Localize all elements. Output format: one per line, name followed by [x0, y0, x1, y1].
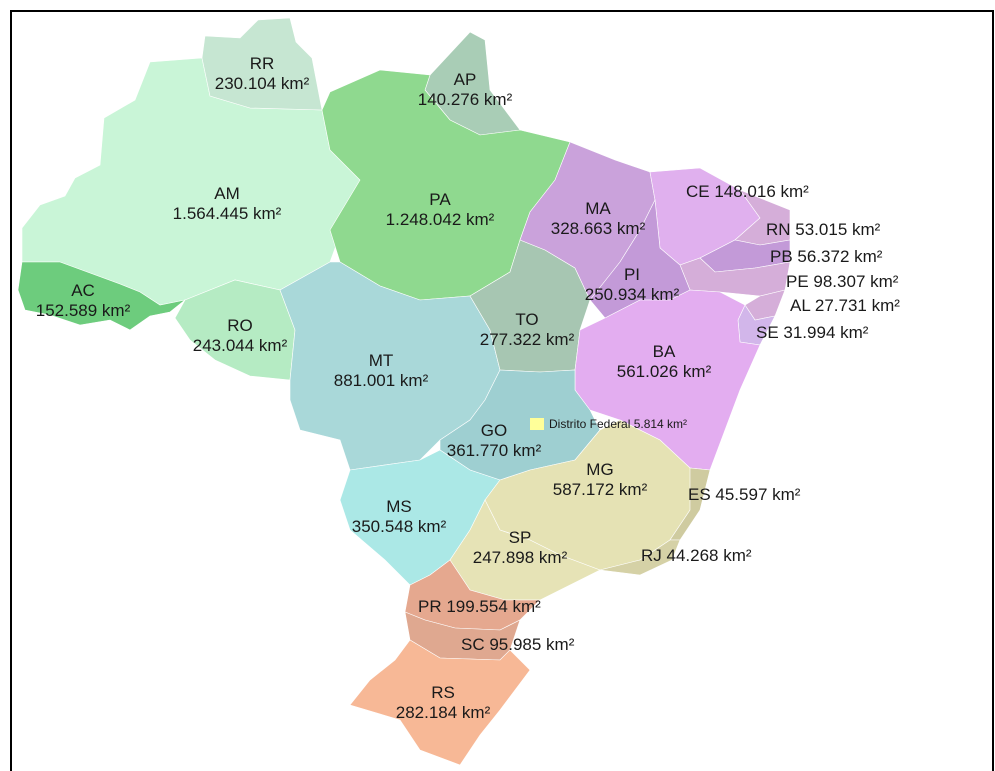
label-ce: CE 148.016 km² [686, 182, 809, 201]
state-code: RO [227, 316, 253, 335]
state-area: 350.548 km² [351, 516, 447, 536]
state-area: 881.001 km² [333, 370, 429, 390]
state-area: 250.934 km² [584, 284, 680, 304]
label-pr: PR 199.554 km² [418, 597, 541, 616]
label-to: TO 277.322 km² [480, 310, 575, 349]
state-rr[interactable] [201, 17, 323, 111]
state-code: PA [429, 190, 451, 209]
state-area: 277.322 km² [479, 329, 575, 349]
state-rj[interactable] [599, 539, 681, 576]
state-area: 1.248.042 km² [385, 209, 495, 229]
state-rs[interactable] [349, 639, 531, 766]
state-code: MA [585, 199, 611, 218]
label-ba: BA 561.026 km² [617, 342, 712, 381]
label-ap: AP 140.276 km² [418, 70, 513, 109]
state-code: AP [453, 70, 477, 89]
state-area: 282.184 km² [395, 702, 491, 722]
state-code: SP [508, 528, 532, 547]
state-ac[interactable] [17, 261, 186, 331]
label-ro: RO 243.044 km² [193, 316, 288, 355]
label-pi: PI 250.934 km² [585, 265, 680, 304]
label-pa: PA 1.248.042 km² [386, 190, 495, 229]
state-code: TO [515, 310, 539, 329]
state-area: 561.026 km² [616, 361, 712, 381]
state-area: 230.104 km² [214, 73, 310, 93]
state-code: PI [623, 265, 641, 284]
label-sp: SP 247.898 km² [473, 528, 568, 567]
state-area: 1.564.445 km² [172, 203, 282, 223]
state-code: MT [368, 351, 394, 370]
state-area: 152.589 km² [35, 300, 131, 320]
state-area: 247.898 km² [472, 547, 568, 567]
label-se: SE 31.994 km² [756, 323, 869, 342]
state-code: MG [586, 460, 614, 479]
label-rs: RS 282.184 km² [396, 683, 491, 722]
state-area: 361.770 km² [446, 440, 542, 460]
label-mg: MG 587.172 km² [553, 460, 648, 499]
label-rr: RR 230.104 km² [215, 54, 310, 93]
label-sc: SC 95.985 km² [461, 635, 575, 654]
state-code: RR [249, 54, 275, 73]
state-code: BA [652, 342, 676, 361]
label-go: GO 361.770 km² [447, 421, 542, 460]
label-ac: AC 152.589 km² [36, 281, 131, 320]
state-code: GO [480, 421, 508, 440]
label-al: AL 27.731 km² [790, 296, 900, 315]
label-ma: MA 328.663 km² [551, 199, 646, 238]
label-am: AM 1.564.445 km² [173, 184, 282, 223]
label-rj: RJ 44.268 km² [641, 546, 752, 565]
state-code: RS [431, 683, 455, 702]
label-rn: RN 53.015 km² [766, 220, 881, 239]
state-area: 328.663 km² [550, 218, 646, 238]
label-es: ES 45.597 km² [688, 485, 801, 504]
state-area: 140.276 km² [417, 89, 513, 109]
label-pb: PB 56.372 km² [770, 247, 883, 266]
state-ro[interactable] [174, 279, 296, 381]
label-df: Distrito Federal 5.814 km² [549, 417, 688, 431]
state-area: 587.172 km² [552, 479, 648, 499]
label-mt: MT 881.001 km² [334, 351, 429, 390]
state-area: 243.044 km² [192, 335, 288, 355]
state-code: AC [71, 281, 95, 300]
state-code: MS [386, 497, 412, 516]
distrito-federal-swatch[interactable] [530, 418, 544, 430]
state-code: AM [214, 184, 240, 203]
label-pe: PE 98.307 km² [786, 272, 899, 291]
label-ms: MS 350.548 km² [352, 497, 447, 536]
